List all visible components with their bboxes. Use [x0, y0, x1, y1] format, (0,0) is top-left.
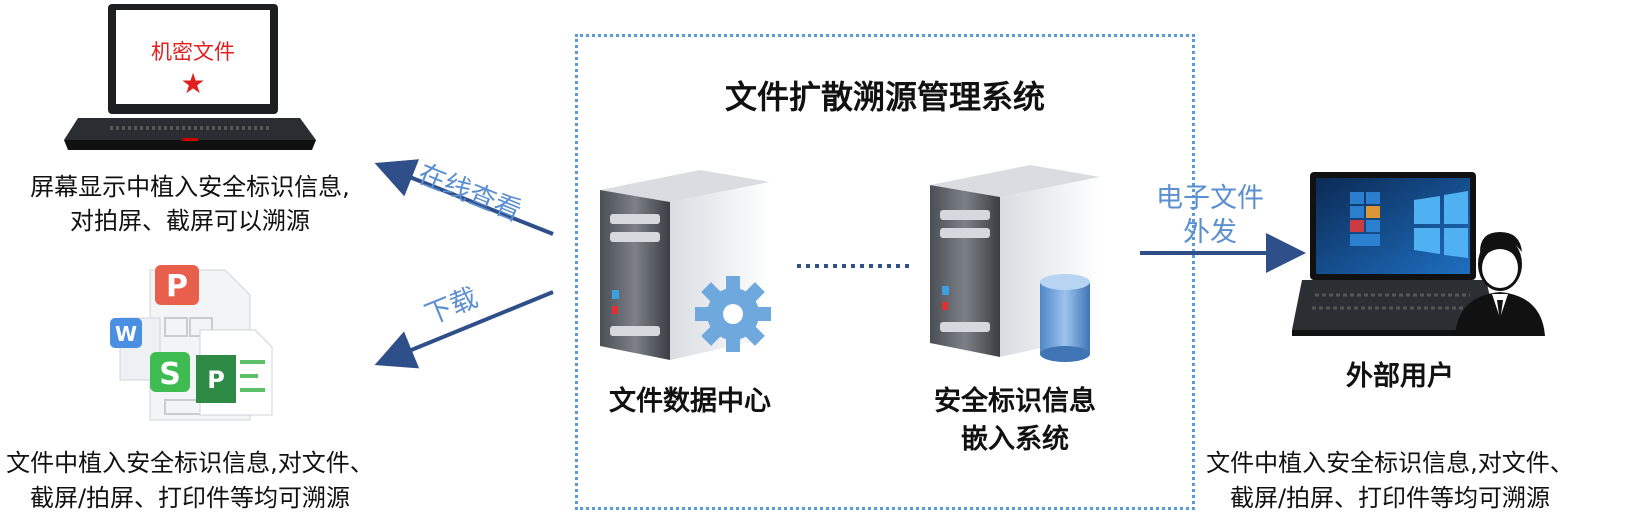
label-send-out-line1: 电子文件 [1156, 183, 1264, 214]
server2-label-line2: 嵌入系统 [961, 424, 1069, 455]
data-center-server-icon [600, 170, 771, 360]
right-caption-line1: 文件中植入安全标识信息,对文件、 [1206, 449, 1574, 477]
svg-text:S: S [159, 357, 181, 392]
gear-icon [695, 276, 771, 352]
laptop-confidential-icon: ★ [64, 4, 316, 150]
arrow-download [374, 290, 554, 369]
left-top-caption-line1: 屏幕显示中植入安全标识信息, [30, 173, 350, 201]
svg-text:★: ★ [180, 67, 205, 100]
document-files-icon: P W S P [110, 265, 273, 421]
left-top-caption-line2: 对拍屏、截屏可以溯源 [70, 207, 310, 235]
left-bottom-caption-line2: 截屏/拍屏、打印件等均可溯源 [29, 484, 351, 512]
svg-text:W: W [115, 322, 137, 346]
user-avatar-icon [1455, 232, 1545, 336]
system-title: 文件扩散溯源管理系统 [724, 78, 1045, 116]
right-caption-line2: 截屏/拍屏、打印件等均可溯源 [1229, 484, 1551, 512]
server1-label: 文件数据中心 [609, 386, 771, 417]
left-bottom-caption-line1: 文件中植入安全标识信息,对文件、 [6, 449, 374, 477]
external-laptop-icon [1292, 172, 1498, 336]
server2-label-line1: 安全标识信息 [934, 386, 1096, 417]
external-user-label: 外部用户 [1346, 361, 1454, 392]
system-boundary [575, 34, 1195, 510]
security-embed-server-icon [930, 165, 1100, 362]
svg-text:P: P [207, 366, 225, 394]
label-send-out-line2: 外发 [1183, 217, 1237, 248]
arrow-view-online [374, 159, 554, 236]
screen-label-confidential: 机密文件 [151, 40, 235, 64]
database-icon [1040, 274, 1090, 362]
svg-text:P: P [166, 269, 188, 304]
